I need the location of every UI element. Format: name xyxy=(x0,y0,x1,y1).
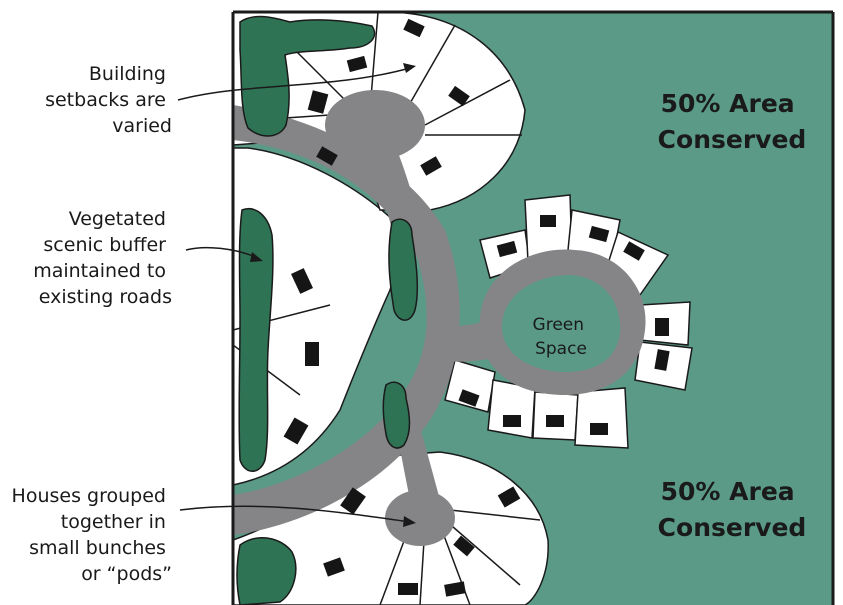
callout-building-setbacks: Building setbacks are varied xyxy=(45,63,172,137)
callout-line: together in xyxy=(61,511,166,533)
area-conserved-label-top: 50% Area Conserved xyxy=(658,89,807,154)
house xyxy=(398,583,418,595)
area-conserved-label-bottom: 50% Area Conserved xyxy=(658,477,807,542)
house xyxy=(655,318,669,336)
green-space-inner xyxy=(501,275,621,372)
callout-line: maintained to xyxy=(33,260,166,282)
house xyxy=(623,241,645,261)
callout-houses-grouped: Houses grouped together in small bunches… xyxy=(12,485,172,585)
top-spur-road xyxy=(368,145,420,230)
house xyxy=(588,225,610,243)
houses xyxy=(283,18,670,597)
house xyxy=(497,486,521,508)
callout-line: small bunches xyxy=(29,537,166,559)
callout-line: varied xyxy=(112,115,172,137)
area-label-line: 50% Area xyxy=(661,477,795,506)
area-label-line: Conserved xyxy=(658,125,807,154)
site-plan xyxy=(233,12,833,605)
green-space-label: Green Space xyxy=(533,315,590,359)
house xyxy=(340,487,366,515)
left-lot-area xyxy=(233,147,399,486)
green-space-label-line: Space xyxy=(535,339,587,359)
callout-line: existing roads xyxy=(39,286,172,308)
house xyxy=(496,240,518,258)
vegetation-bottom-left xyxy=(236,537,297,605)
house xyxy=(444,581,466,597)
green-space-label-line: Green xyxy=(533,315,584,335)
house xyxy=(654,349,670,371)
callout-line: Houses grouped xyxy=(12,485,166,507)
vegetated-buffers xyxy=(236,15,419,605)
arrow-houses-grouped xyxy=(179,505,411,523)
vegetation-mid-lower xyxy=(382,381,411,449)
house xyxy=(291,268,313,294)
house xyxy=(323,557,345,577)
house xyxy=(283,417,309,445)
arrow-heads xyxy=(250,63,416,527)
area-label-line: 50% Area xyxy=(661,89,795,118)
house xyxy=(458,389,480,407)
house xyxy=(403,18,425,38)
callout-line: setbacks are xyxy=(45,89,166,111)
area-label-line: Conserved xyxy=(658,513,807,542)
top-cul-de-sac xyxy=(325,90,425,160)
house xyxy=(590,423,608,435)
callout-line: or “pods” xyxy=(81,563,172,585)
house xyxy=(546,415,564,427)
callout-line: scenic buffer xyxy=(43,234,166,256)
house xyxy=(307,90,329,114)
house xyxy=(420,156,442,176)
house xyxy=(448,85,470,107)
house xyxy=(346,55,368,73)
house xyxy=(316,146,338,166)
house xyxy=(305,342,319,366)
vegetation-mid-upper xyxy=(388,218,419,321)
house xyxy=(453,535,475,557)
callout-line: Building xyxy=(89,63,166,85)
bottom-cul-de-sac xyxy=(385,490,455,546)
vegetation-left-buffer xyxy=(238,208,274,472)
arrow-building-setbacks xyxy=(177,67,411,101)
callout-line: Vegetated xyxy=(69,208,166,230)
callout-vegetated-buffer: Vegetated scenic buffer maintained to ex… xyxy=(33,208,172,308)
house xyxy=(540,215,556,227)
house xyxy=(503,415,521,427)
vegetation-top-left xyxy=(239,15,376,137)
